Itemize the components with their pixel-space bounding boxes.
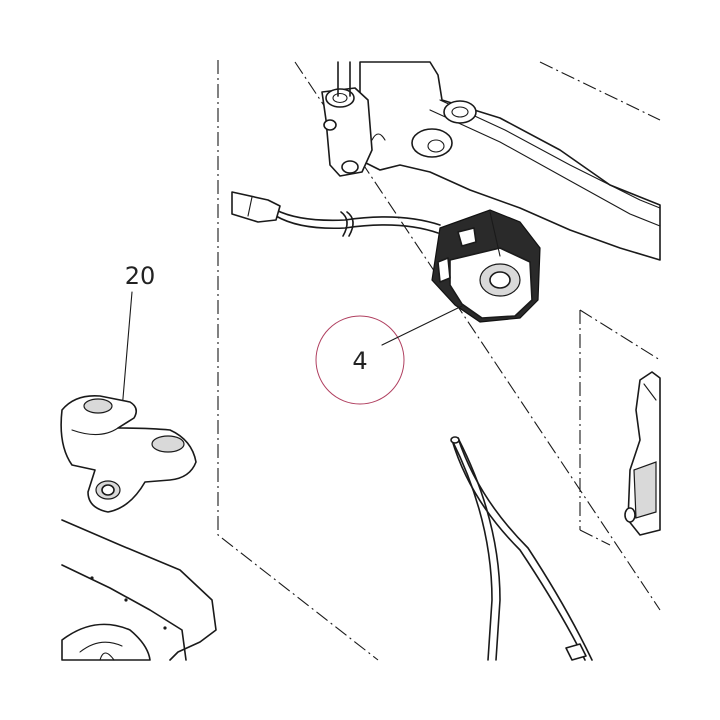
callout-20: 20	[121, 262, 156, 411]
handlebar-lever-assembly	[321, 61, 661, 261]
control-cable	[450, 436, 593, 661]
callout-4: 4	[315, 305, 463, 405]
rivet-dot	[124, 598, 128, 602]
handlebar-switch	[431, 209, 541, 323]
handlebar-clamp	[60, 394, 197, 513]
switch-wire-connector	[231, 191, 441, 237]
rivet-dot	[90, 576, 94, 580]
rivet-dot	[163, 626, 167, 630]
callout-4-circle	[315, 315, 405, 405]
right-lever-part	[624, 371, 661, 536]
callout-20-leader-line	[121, 291, 133, 411]
callout-4-label: 4	[352, 347, 367, 375]
callout-20-label: 20	[125, 262, 156, 290]
lower-housing	[61, 519, 217, 661]
callout-4-leader-line	[381, 305, 463, 346]
